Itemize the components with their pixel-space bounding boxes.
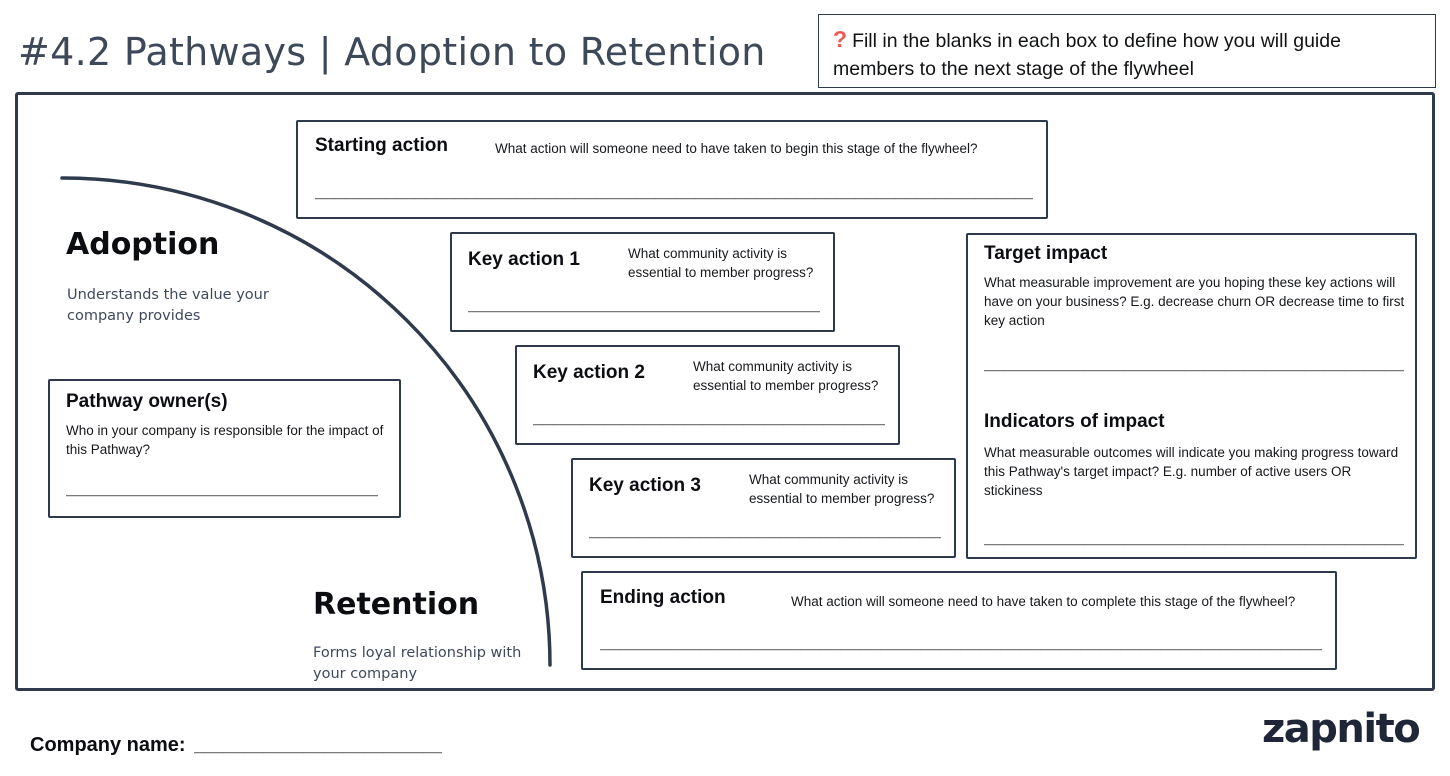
key-action-2-hint: What community activity is essential to … <box>693 359 879 394</box>
box-key-action-3: Key action 3 What community activity is … <box>571 458 956 558</box>
target-impact-title: Target impact <box>984 243 1108 264</box>
pathway-owner-blank[interactable]: ________________________________________… <box>66 478 378 498</box>
company-name-label: Company name: <box>30 734 186 756</box>
key-action-2-title: Key action 2 <box>533 362 645 383</box>
company-name-blank[interactable]: __________________________________ <box>193 735 442 755</box>
ending-action-blank[interactable]: ________________________________________… <box>600 632 1322 652</box>
box-pathway-owner: Pathway owner(s) Who in your company is … <box>48 379 401 518</box>
stage-subtitle-adoption: Understands the value your company provi… <box>67 287 269 325</box>
stage-subtitle-retention: Forms loyal relationship with your compa… <box>313 645 522 683</box>
indicators-of-impact-hint: What measurable outcomes will indicate y… <box>984 445 1399 499</box>
key-action-1-hint: What community activity is essential to … <box>628 246 814 281</box>
box-starting-action: Starting action What action will someone… <box>296 120 1048 219</box>
worksheet-canvas: Adoption Understands the value your comp… <box>15 92 1435 691</box>
box-impact: Target impact What measurable improvemen… <box>966 233 1417 559</box>
key-action-3-blank[interactable]: ________________________________________… <box>589 520 941 540</box>
key-action-3-hint: What community activity is essential to … <box>749 472 935 507</box>
pathway-owner-title: Pathway owner(s) <box>66 391 228 412</box>
zapnito-logo: zapnito <box>1262 706 1421 752</box>
pathway-owner-hint: Who in your company is responsible for t… <box>66 423 384 458</box>
instruction-box: ?Fill in the blanks in each box to defin… <box>818 14 1436 88</box>
question-mark-icon: ? <box>833 26 848 52</box>
company-name-row: Company name: __________________________… <box>30 734 442 759</box>
box-ending-action: Ending action What action will someone n… <box>581 571 1337 670</box>
page-title: #4.2 Pathways | Adoption to Retention <box>18 30 766 74</box>
starting-action-blank[interactable]: ________________________________________… <box>315 181 1033 201</box>
indicators-of-impact-title: Indicators of impact <box>984 411 1165 432</box>
starting-action-hint: What action will someone need to have ta… <box>495 141 978 156</box>
stage-label-adoption: Adoption <box>66 227 220 262</box>
ending-action-hint: What action will someone need to have ta… <box>791 594 1296 609</box>
box-key-action-1: Key action 1 What community activity is … <box>450 232 835 332</box>
instruction-text: ?Fill in the blanks in each box to defin… <box>833 26 1341 80</box>
key-action-1-blank[interactable]: ________________________________________… <box>468 294 820 314</box>
ending-action-title: Ending action <box>600 587 726 608</box>
key-action-1-title: Key action 1 <box>468 249 580 270</box>
stage-label-retention: Retention <box>313 587 480 622</box>
starting-action-title: Starting action <box>315 135 449 156</box>
indicators-of-impact-blank[interactable]: ________________________________________… <box>984 527 1404 547</box>
key-action-3-title: Key action 3 <box>589 475 701 496</box>
target-impact-blank[interactable]: ________________________________________… <box>984 353 1404 373</box>
key-action-2-blank[interactable]: ________________________________________… <box>533 407 885 427</box>
box-key-action-2: Key action 2 What community activity is … <box>515 345 900 445</box>
target-impact-hint: What measurable improvement are you hopi… <box>984 275 1405 329</box>
